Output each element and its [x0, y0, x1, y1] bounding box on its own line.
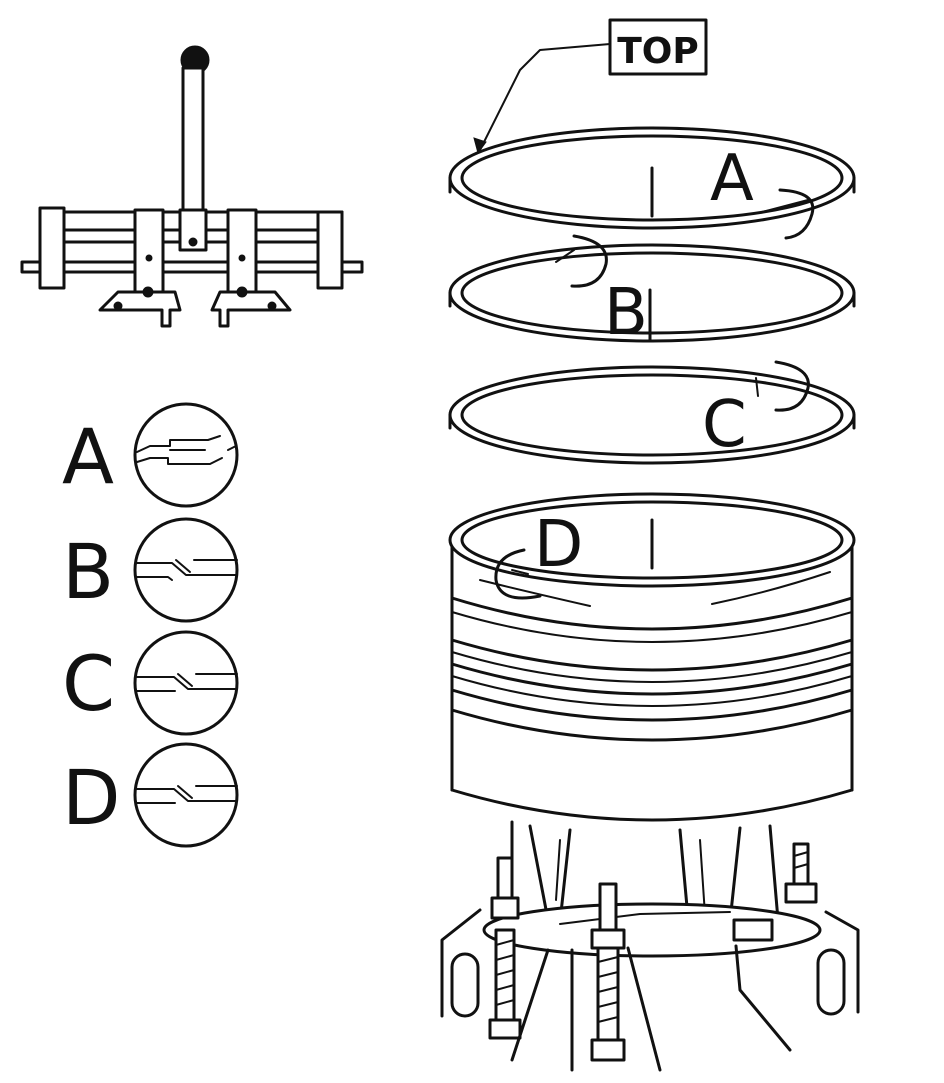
ring-C-outer [448, 365, 856, 465]
tool-left-foot-bolt [142, 286, 154, 298]
ring-B-detail-circle [570, 234, 608, 288]
ring-A-label: A [710, 142, 754, 216]
ring-C-detail-circle [774, 360, 810, 412]
connecting-rod-assembly [440, 820, 860, 1072]
bolt-center-upper-thread [598, 882, 618, 932]
detail-letter-D: D [62, 753, 121, 842]
bolt-center-threads [597, 956, 619, 1023]
top-leader-line [479, 43, 611, 151]
tool-right-foot-bolt [267, 301, 277, 311]
rod-lower-leg [510, 948, 550, 1062]
piston-groove [450, 688, 854, 722]
piston-groove [451, 675, 853, 707]
piston: D [448, 492, 856, 822]
top-callout: TOP [473, 18, 708, 155]
detail-view-A: A [62, 402, 239, 508]
joint-angle-C [136, 673, 238, 692]
piston-top-groove-lines [479, 571, 831, 607]
piston-groove [450, 708, 854, 742]
piston-groove [450, 662, 854, 696]
joint-angle-B [136, 559, 238, 581]
bolt-right-threads [793, 851, 809, 869]
bolt-right-nut [784, 882, 818, 904]
joint-step-A [136, 435, 237, 465]
bolt-left-threads [495, 939, 515, 1006]
detail-circle-D [133, 742, 239, 848]
top-label-box [608, 18, 708, 76]
piston-groove [450, 596, 854, 631]
piston-groove [451, 611, 853, 643]
ring-C-inner [460, 373, 844, 457]
piston-side-walls [450, 543, 854, 792]
ring-A-gap [761, 199, 809, 213]
bolt-center [590, 882, 626, 1062]
piston-groove [450, 638, 854, 672]
detail-letter-C: C [62, 639, 115, 728]
detail-view-B: B [62, 517, 239, 623]
tool-left-arm [133, 208, 165, 294]
detail-circle-A [133, 402, 239, 508]
detail-view-C: C [62, 630, 239, 736]
ring-B-label: B [604, 276, 648, 350]
ring-C-label: C [702, 388, 747, 462]
ring-D-inner [460, 500, 844, 580]
ring-B-gap [555, 249, 575, 263]
tool-left-arm-pin [145, 254, 153, 262]
ring-B: B [448, 234, 856, 350]
ring-A-edge [448, 176, 856, 194]
detail-view-D: D [62, 742, 239, 848]
bolt-left [488, 856, 522, 1040]
detail-letter-A: A [62, 412, 114, 501]
tool-right-arm-pin [238, 254, 246, 262]
ring-C-edge [448, 413, 856, 430]
base-plate [482, 902, 822, 958]
ring-B-outer [448, 243, 856, 343]
ring-C-gap [755, 377, 759, 397]
tool-left-foot-bolt [113, 301, 123, 311]
piston-groove [451, 651, 853, 683]
tool-right-cap [316, 210, 344, 290]
ring-D-detail-circle [494, 548, 542, 600]
bolt-left-end-nut [488, 1018, 522, 1040]
top-leader-arrowhead [473, 137, 487, 155]
ring-A-detail-circle [778, 188, 815, 240]
tool-left-foot [98, 290, 182, 328]
ring-compressor-tool [20, 45, 364, 328]
ring-C: C [448, 360, 856, 465]
piston-skirt-bottom [450, 788, 854, 822]
bolt-center-end-nut [590, 1038, 626, 1062]
detail-circle-B [133, 517, 239, 623]
bolt-right [784, 842, 818, 904]
joint-angle-D [136, 785, 238, 804]
base-plate-edge [559, 911, 731, 925]
tool-center-pin [188, 237, 198, 247]
bolt-left-upper-thread [496, 856, 514, 900]
detail-letter-B: B [62, 527, 114, 616]
rod-lower-legs [440, 908, 860, 1072]
top-label-text: TOP [617, 31, 699, 72]
tool-right-foot [210, 290, 292, 328]
tool-left-cap [38, 206, 66, 290]
base-plate-nut [732, 918, 774, 942]
left-slot [450, 952, 480, 1018]
ring-B-edge [448, 291, 856, 308]
tool-rod [20, 260, 364, 274]
ring-A-inner [460, 134, 844, 222]
detail-circle-C [133, 630, 239, 736]
tool-right-arm [226, 208, 258, 294]
ring-A: A [448, 126, 856, 240]
tool-right-foot-bolt [236, 286, 248, 298]
bolt-center-nut [590, 928, 626, 950]
ring-D-gap [511, 569, 529, 575]
ring-B-inner [460, 251, 844, 335]
bolt-left-nut [490, 896, 520, 920]
ring-D-label: D [534, 508, 583, 582]
right-slot [816, 948, 846, 1016]
